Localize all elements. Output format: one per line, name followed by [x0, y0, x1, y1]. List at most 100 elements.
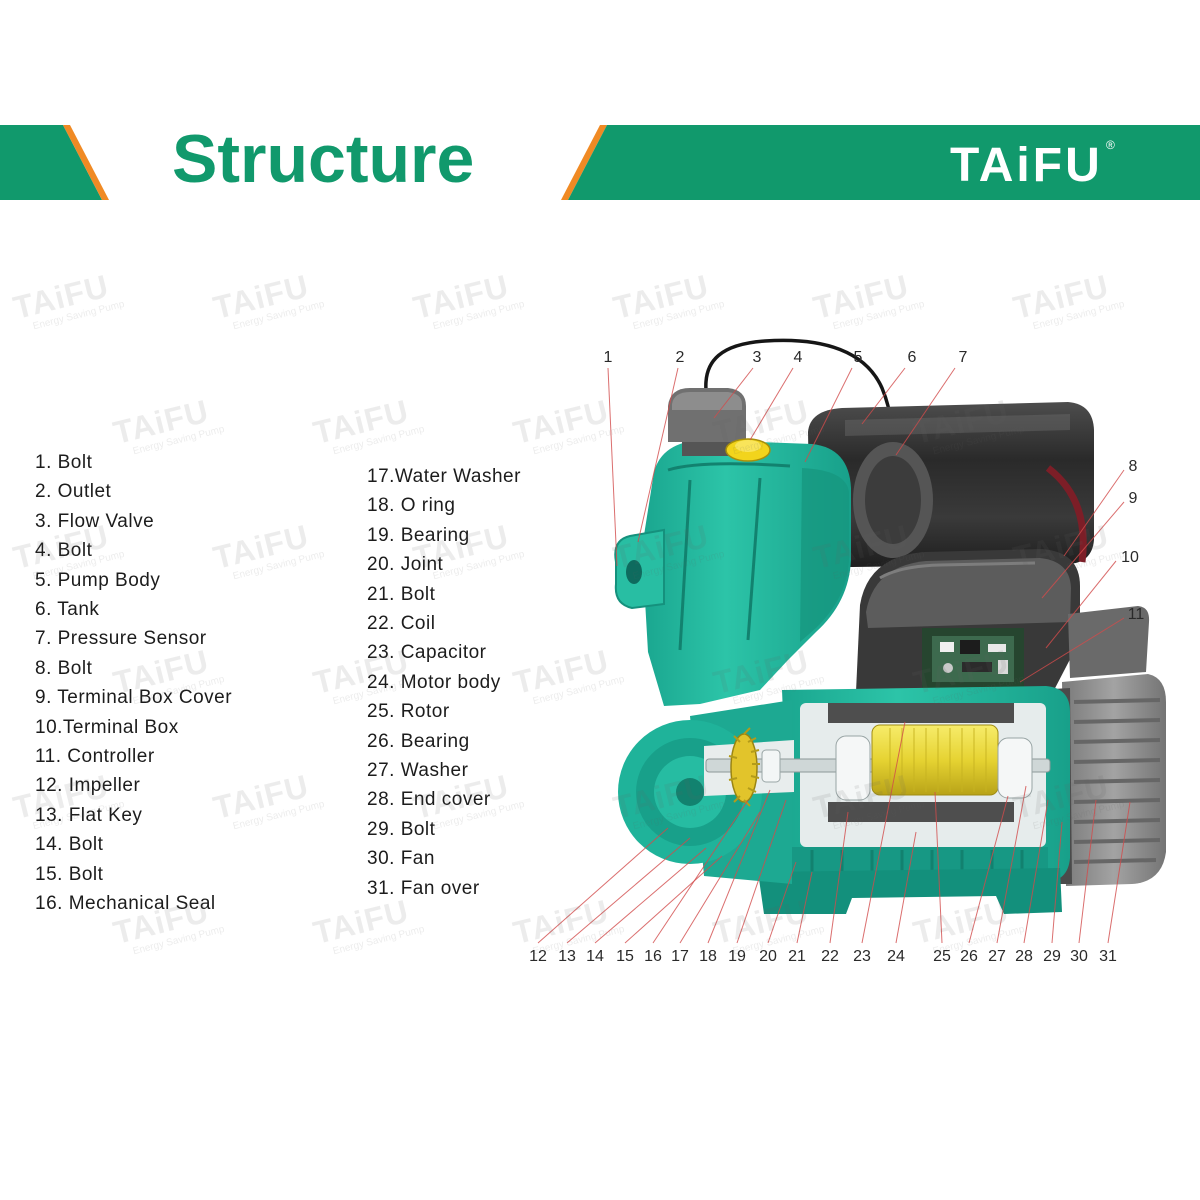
callout-7: 7 — [959, 349, 968, 366]
part-list-item: 17.Water Washer — [367, 466, 521, 487]
part-list-item: 31. Fan over — [367, 877, 480, 899]
part-list-item: 25. Rotor — [367, 701, 450, 723]
fan-cover — [1062, 606, 1166, 886]
callout-3: 3 — [753, 349, 762, 366]
part-list-item: 21. Bolt — [367, 583, 436, 605]
part-list-item: 24. Motor body — [367, 671, 501, 693]
leader-line-20 — [767, 861, 797, 944]
leader-line-15 — [624, 855, 723, 944]
callout-6: 6 — [908, 349, 917, 366]
part-list-item: 10.Terminal Box — [35, 716, 179, 738]
leader-line-21 — [796, 871, 813, 944]
callout-8: 8 — [1129, 458, 1138, 475]
callout-24: 24 — [887, 948, 905, 965]
callout-31: 31 — [1099, 948, 1117, 965]
leader-line-27 — [996, 785, 1027, 944]
page-title: Structure — [172, 121, 475, 197]
leader-line-11 — [1019, 617, 1125, 683]
callout-16: 16 — [644, 948, 662, 965]
leader-line-3 — [713, 367, 754, 419]
callout-29: 29 — [1043, 948, 1061, 965]
part-list-item: 15. Bolt — [35, 863, 104, 885]
part-list-item: 22. Coil — [367, 613, 436, 635]
bearing-rear — [997, 737, 1033, 799]
leader-line-29 — [1051, 821, 1063, 944]
outlet-flange — [614, 528, 665, 610]
callout-15: 15 — [616, 948, 634, 965]
callout-11: 11 — [1128, 606, 1145, 623]
part-list-item: 27. Washer — [367, 760, 469, 782]
tank — [808, 402, 1094, 567]
part-list-item: 4. Bolt — [35, 540, 93, 562]
part-list-item: 19. Bearing — [367, 524, 470, 546]
bolt-hole — [626, 560, 642, 584]
part-list-item: 14. Bolt — [35, 834, 104, 856]
leader-line-24 — [895, 831, 917, 944]
header-right-accent — [561, 125, 607, 200]
part-list-item: 26. Bearing — [367, 730, 470, 752]
part-list-item: 11. Controller — [35, 746, 155, 768]
callout-22: 22 — [821, 948, 839, 965]
leader-line-2 — [637, 367, 679, 543]
part-list-item: 12. Impeller — [35, 775, 141, 797]
callout-18: 18 — [699, 948, 717, 965]
header-left-band — [0, 125, 102, 200]
callout-5: 5 — [854, 349, 863, 366]
pump-base — [758, 868, 1062, 914]
coil-top — [828, 703, 1014, 723]
part-list-item: 1. Bolt — [35, 452, 93, 473]
leader-line-28 — [1023, 799, 1049, 944]
brand-logo: TAiFU — [950, 139, 1103, 192]
part-list-item: 13. Flat Key — [35, 804, 143, 826]
part-list-item: 9. Terminal Box Cover — [35, 687, 233, 709]
parts-list-left: 1. Bolt 2. Outlet 3. Flow Valve 4. Bolt 5. P… — [35, 448, 232, 919]
callout-21: 21 — [788, 948, 806, 965]
callout-19: 19 — [728, 948, 746, 965]
callout-12: 12 — [529, 948, 547, 965]
callout-4: 4 — [794, 349, 803, 366]
leader-line-19 — [736, 799, 787, 944]
leader-line-16 — [652, 799, 749, 944]
callout-13: 13 — [558, 948, 576, 965]
leader-line-6 — [861, 367, 906, 425]
part-list-item: 23. Capacitor — [367, 642, 487, 664]
leader-line-23 — [861, 721, 906, 944]
leader-line-25 — [934, 791, 943, 944]
mechanical-seal — [761, 749, 781, 783]
leader-line-26 — [968, 795, 1009, 944]
leader-line-5 — [804, 367, 853, 463]
callout-14: 14 — [586, 948, 604, 965]
part-list-item: 29. Bolt — [367, 818, 436, 840]
leader-line-30 — [1078, 799, 1097, 944]
terminal-box-cover — [866, 558, 1071, 628]
leader-line-31 — [1107, 801, 1131, 944]
part-list-item: 8. Bolt — [35, 657, 93, 679]
part-list-item: 7. Pressure Sensor — [35, 628, 207, 650]
part-list-item: 5. Pump Body — [35, 569, 161, 591]
leader-line-14 — [594, 847, 707, 944]
callout-17: 17 — [671, 948, 689, 965]
leader-line-4 — [749, 367, 794, 441]
part-list-item: 6. Tank — [35, 599, 100, 621]
header-banner — [0, 125, 1200, 200]
leader-line-1 — [607, 367, 618, 567]
callout-9: 9 — [1129, 490, 1138, 507]
rotor — [871, 724, 999, 796]
callout-10: 10 — [1121, 549, 1139, 566]
part-list-item: 3. Flow Valve — [35, 510, 155, 532]
callout-20: 20 — [759, 948, 777, 965]
leader-line-7 — [895, 367, 956, 456]
callout-23: 23 — [853, 948, 871, 965]
part-list-item: 2. Outlet — [35, 481, 112, 503]
part-list-item: 30. Fan — [367, 848, 435, 870]
impeller — [728, 727, 760, 807]
callout-1: 1 — [604, 349, 613, 366]
leader-line-17 — [679, 811, 761, 944]
header-right-band — [568, 125, 1200, 200]
leader-line-22 — [829, 811, 849, 944]
leader-line-12 — [537, 827, 669, 944]
callout-28: 28 — [1015, 948, 1033, 965]
